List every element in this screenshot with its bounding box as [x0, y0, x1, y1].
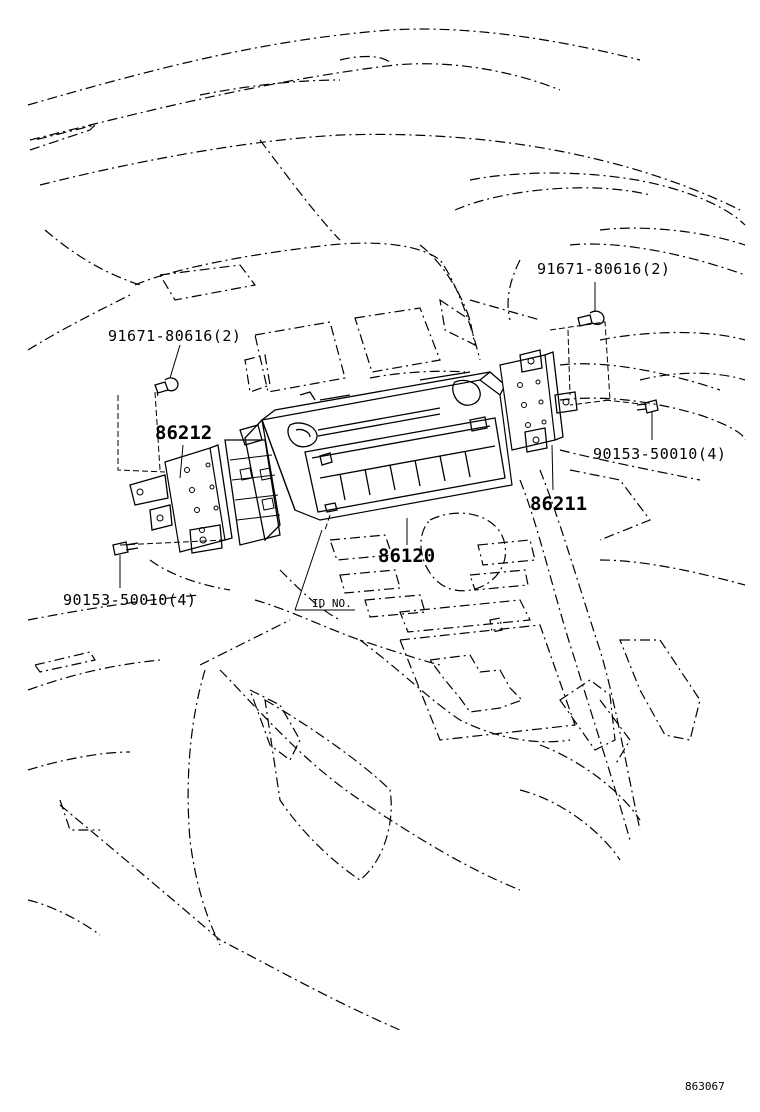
screw-right-91671: [577, 310, 605, 327]
label-screw-right: 91671-80616(2): [537, 260, 670, 278]
center-console-upper: [134, 242, 481, 393]
label-bracket-left: 86212: [155, 422, 212, 444]
dashboard-outline: [27, 28, 746, 381]
leader-lines: [119, 282, 653, 611]
lower-dash-left: [27, 559, 401, 1031]
label-screw-left: 91671-80616(2): [108, 327, 241, 345]
figure-id: 863067: [685, 1080, 725, 1093]
bracket-right-86211: [499, 321, 651, 453]
label-bracket-right: 86211: [530, 493, 587, 515]
bolt-left-90153: [112, 541, 139, 556]
bracket-left-86212: [117, 391, 233, 554]
screw-left-91671: [154, 377, 179, 397]
part-labels: 91671-80616(2) 91671-80616(2) 86212 9015…: [63, 260, 726, 1093]
bolt-right-90153: [636, 399, 659, 414]
right-dash: [559, 363, 746, 741]
center-console-lower: [187, 469, 641, 946]
label-bolt-left: 90153-50010(4): [63, 591, 196, 609]
label-bolt-right: 90153-50010(4): [593, 445, 726, 463]
label-receiver: 86120: [378, 545, 435, 567]
radio-receiver-86120: [224, 371, 513, 546]
label-id-no: ID NO.: [312, 597, 352, 610]
